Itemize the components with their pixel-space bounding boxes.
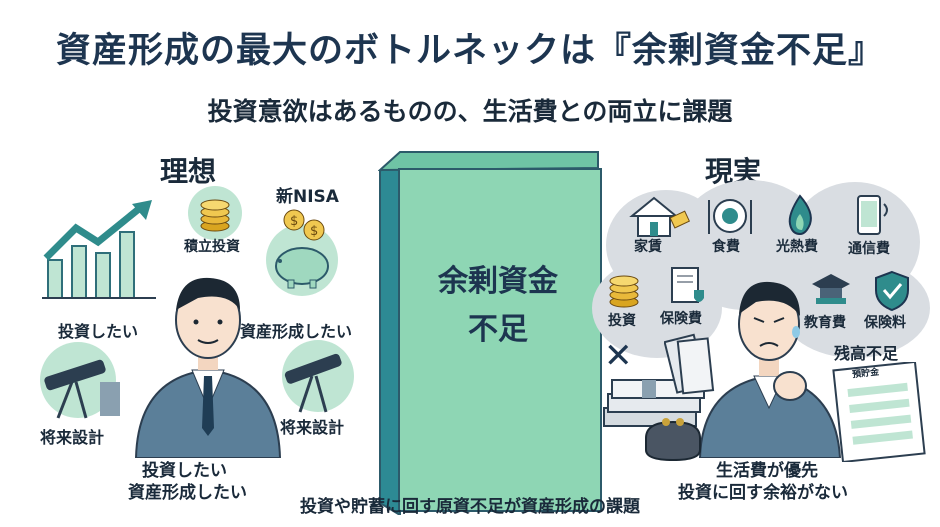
utility-label: 光熱費	[776, 239, 818, 255]
nisa-label: 新NISA	[276, 187, 339, 207]
coins-icon	[609, 275, 639, 308]
shield-icon	[875, 270, 909, 312]
coins-icon	[188, 186, 242, 240]
wall-label-line1: 余剰資金	[438, 264, 558, 299]
surplus-fund-wall	[398, 168, 602, 512]
worried-man-illustration	[698, 281, 842, 458]
house-icon	[629, 196, 690, 237]
flame-icon	[788, 194, 812, 236]
smartphone-icon	[857, 195, 888, 235]
page-subtitle: 投資意欲はあるものの、生活費との両立に課題	[207, 97, 733, 126]
plan-left-label: 将来設計	[40, 428, 105, 447]
education-label: 教育費	[804, 315, 846, 331]
cross-icon: ✕	[604, 336, 633, 376]
ideal-caption-line1: 投資したい	[142, 461, 227, 481]
svg-text:$: $	[290, 214, 298, 229]
invest-label: 投資したい	[58, 322, 139, 341]
food-label: 食費	[712, 239, 740, 255]
insurance2-label: 保険料	[864, 315, 906, 331]
thought-cloud-part	[780, 258, 930, 358]
empty-wallet-icon	[645, 418, 701, 462]
wall-label-line2: 不足	[468, 312, 528, 347]
graduation-cap-icon	[812, 274, 850, 304]
page-title: 資産形成の最大のボトルネックは『余剰資金不足』	[55, 31, 884, 71]
asset-label: 資産形成したい	[240, 322, 353, 341]
piggy-bank-icon: $ $	[266, 209, 338, 296]
insurance-document-icon	[671, 267, 704, 303]
bottom-note: 投資や貯蓄に回す原資不足が資産形成の課題	[300, 497, 640, 517]
food-icon	[708, 199, 752, 234]
wall-label: 余剰資金 不足	[398, 258, 598, 354]
telescope-icon	[40, 342, 120, 419]
telecom-label: 通信費	[848, 241, 890, 257]
shortfall-label: 残高不足	[834, 344, 899, 363]
banknotes-in-hand-icon	[664, 333, 715, 395]
invest-expense-label: 投資	[608, 313, 636, 329]
tsumitate-label: 積立投資	[184, 239, 240, 255]
confident-man-illustration	[134, 277, 282, 458]
ideal-caption-line2: 資産形成したい	[128, 483, 247, 503]
reality-caption-line1: 生活費が優先	[716, 461, 818, 481]
ideal-heading: 理想	[160, 155, 217, 188]
growth-chart-icon	[42, 200, 156, 299]
insurance-label: 保険費	[660, 311, 702, 327]
rent-label: 家賃	[634, 239, 662, 255]
svg-text:$: $	[310, 224, 318, 239]
bankbook-icon	[832, 362, 926, 462]
reality-caption-line2: 投資に回す余裕がない	[678, 483, 848, 503]
telescope-icon	[282, 340, 354, 413]
plan-right-label: 将来設計	[280, 418, 345, 437]
